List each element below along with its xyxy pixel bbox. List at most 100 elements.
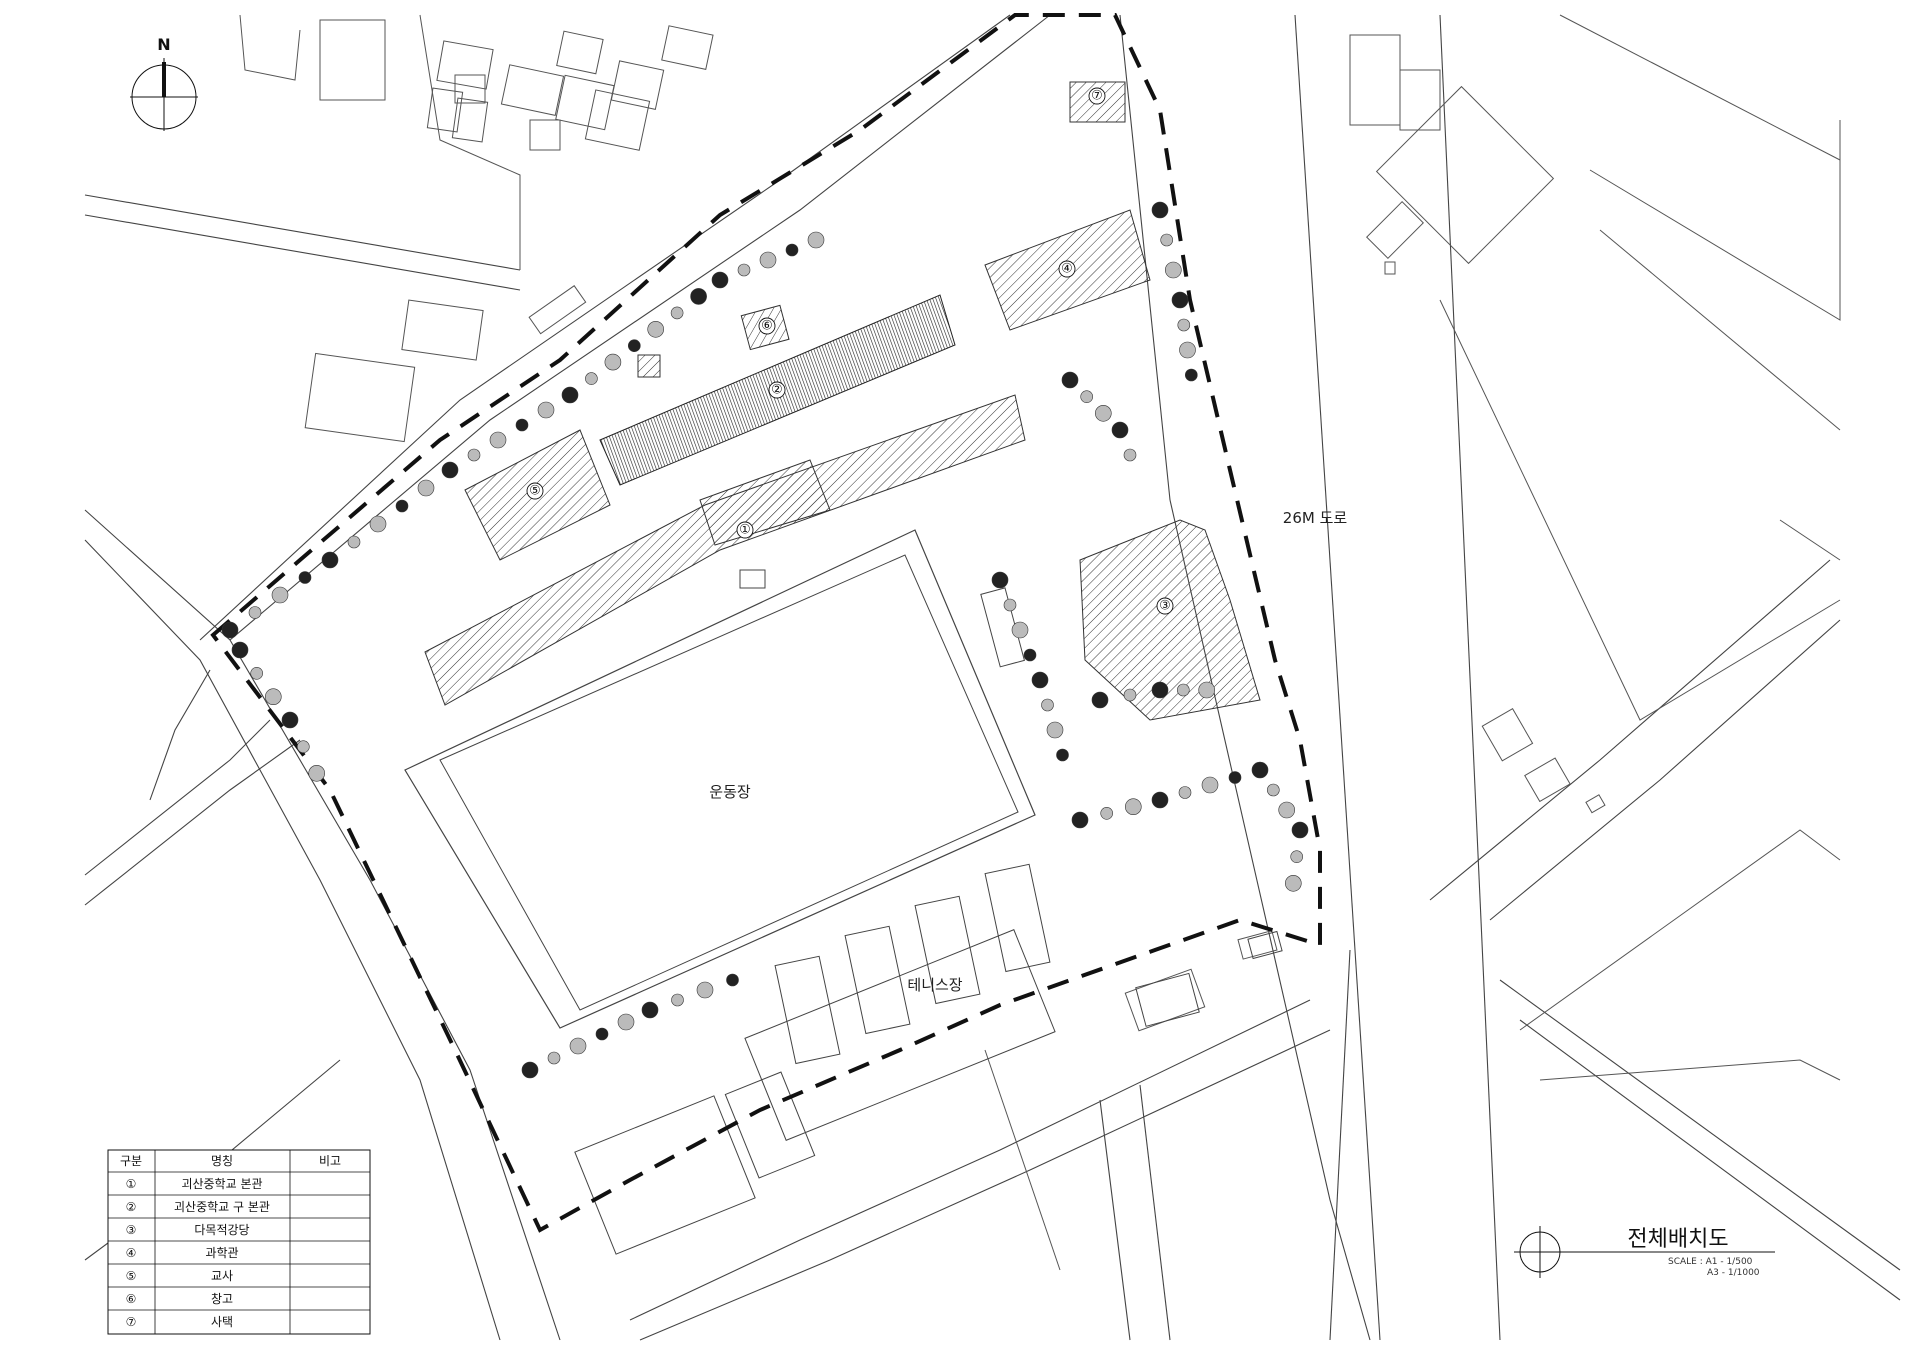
building-number-7: ⑦ [1091, 89, 1103, 104]
legend-row-name: 다목적강당 [194, 1223, 249, 1237]
tree-symbol [1285, 874, 1302, 892]
legend-row-no: ③ [126, 1223, 137, 1237]
tree-symbol [991, 571, 1009, 589]
tree-symbol [585, 372, 598, 385]
legend-row-no: ⑤ [126, 1269, 137, 1283]
context-parcels [239, 14, 1841, 1271]
tree-symbol [1278, 801, 1295, 819]
tree-symbol [231, 641, 249, 659]
tree-symbol [296, 740, 310, 754]
tree-symbol [1201, 776, 1219, 794]
trees [221, 201, 1309, 1079]
north-arrow: N [130, 35, 198, 131]
tree-symbol [441, 461, 459, 479]
legend-row-no: ④ [126, 1246, 137, 1260]
building-number-4: ④ [1061, 262, 1073, 277]
tree-symbol [1123, 448, 1137, 462]
drawing-title: 전체배치도 [1627, 1227, 1728, 1252]
tree-symbol [1080, 390, 1093, 404]
tree-symbol [1198, 681, 1215, 699]
legend-row-no: ① [126, 1177, 137, 1191]
tree-symbol [221, 621, 239, 639]
tree-symbol [1011, 621, 1029, 639]
tree-symbol [1151, 201, 1169, 219]
tree-symbol [264, 688, 282, 706]
tree-symbol [1228, 771, 1242, 784]
tree-symbol [248, 606, 262, 619]
tree-symbol [369, 515, 387, 533]
tree-symbol [617, 1013, 635, 1031]
legend-row-name: 창고 [211, 1292, 233, 1306]
scale-a3: A3 - 1/1000 [1707, 1268, 1760, 1278]
legend-header-name: 명칭 [211, 1154, 233, 1168]
tree-symbol [711, 271, 729, 289]
road-label: 26M 도로 [1283, 509, 1348, 527]
tree-symbol [1151, 681, 1169, 699]
tree-symbol [537, 401, 555, 419]
tree-symbol [1003, 598, 1017, 612]
tree-symbol [321, 551, 339, 569]
tennis-label: 테니스장 [907, 976, 962, 994]
tree-symbol [1041, 698, 1054, 712]
legend-row-name: 교사 [211, 1269, 233, 1283]
tree-symbol [547, 1051, 561, 1065]
tree-symbol [521, 1061, 539, 1079]
legend-row-name: 과학관 [205, 1246, 238, 1260]
tree-symbol [1178, 786, 1192, 799]
title-block: 전체배치도 SCALE : A1 - 1/500 A3 - 1/1000 [1514, 1226, 1775, 1278]
north-label: N [157, 35, 170, 54]
tennis-courts: 테니스장 [744, 863, 1056, 1141]
tree-symbol [1177, 683, 1190, 697]
tree-symbol [1095, 404, 1112, 422]
legend-header-no: 구분 [120, 1154, 142, 1168]
tree-symbol [726, 973, 739, 987]
buildings [424, 81, 1283, 1255]
scale-a1: SCALE : A1 - 1/500 [1668, 1257, 1753, 1267]
tree-symbol [417, 479, 435, 497]
tree-symbol [1251, 761, 1269, 779]
legend-row-no: ⑥ [126, 1292, 137, 1306]
tree-symbol [627, 339, 641, 353]
tree-symbol [1179, 341, 1196, 359]
tree-symbol [395, 499, 409, 513]
tree-symbol [647, 320, 665, 338]
legend-row-no: ⑦ [126, 1315, 137, 1329]
tree-symbol [1123, 688, 1137, 702]
legend-row-name: 사택 [211, 1315, 233, 1329]
tree-symbol [1171, 291, 1189, 309]
context-roads [84, 14, 1901, 1341]
tree-symbol [759, 251, 777, 269]
building-3 [1079, 519, 1261, 721]
tree-symbol [515, 418, 529, 432]
tree-symbol [595, 1027, 609, 1041]
tree-symbol [1151, 791, 1169, 809]
tree-symbol [489, 431, 507, 449]
tree-symbol [467, 448, 481, 462]
tree-symbol [641, 1001, 659, 1019]
site-boundary [210, 13, 1322, 1233]
building-number-3: ③ [1159, 599, 1171, 614]
legend-table: 구분 명칭 비고 ① 괴산중학교 본관 ② 괴산중학교 구 본관 ③ 다목적강당… [107, 1149, 371, 1335]
tree-symbol [250, 666, 264, 680]
tree-symbol [298, 571, 312, 584]
tree-symbol [785, 243, 799, 257]
tree-symbol [670, 306, 684, 320]
tree-symbol [281, 711, 299, 729]
tree-symbol [1125, 798, 1142, 816]
tree-symbol [1071, 811, 1089, 829]
tree-symbol [561, 386, 579, 404]
tree-symbol [737, 263, 751, 277]
building-number-5: ⑤ [529, 484, 541, 499]
tree-symbol [1023, 648, 1037, 662]
tree-symbol [1056, 748, 1069, 762]
tree-symbol [807, 231, 825, 249]
tree-symbol [690, 288, 707, 305]
tree-symbol [1290, 850, 1303, 864]
building-numbers: ① ② ③ ④ ⑤ ⑥ ⑦ [526, 87, 1174, 615]
tree-symbol [271, 586, 289, 604]
legend-row-name: 괴산중학교 구 본관 [174, 1200, 270, 1214]
tree-symbol [1165, 261, 1182, 279]
tree-symbol [1091, 691, 1109, 709]
building-number-6: ⑥ [761, 319, 773, 334]
